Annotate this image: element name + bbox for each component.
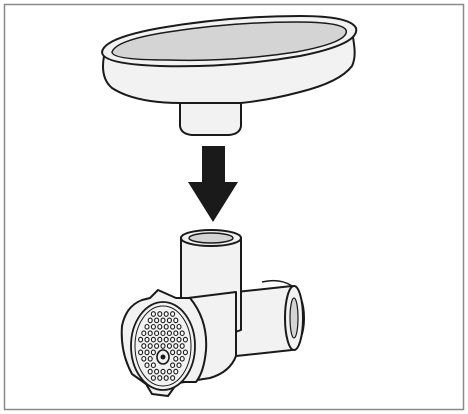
plate-hole bbox=[145, 363, 149, 368]
plate-hole bbox=[171, 312, 175, 317]
plate-hole bbox=[151, 337, 155, 342]
plate-hole bbox=[155, 369, 159, 374]
plate-hole bbox=[174, 331, 178, 336]
plate-hole bbox=[174, 344, 178, 349]
plate-hole bbox=[142, 331, 146, 336]
plate-hole bbox=[177, 337, 181, 342]
plate-hole bbox=[183, 350, 187, 355]
plate-hole bbox=[161, 369, 165, 374]
plate-hole bbox=[151, 312, 155, 317]
plate-hole bbox=[180, 331, 184, 336]
plate-hole bbox=[167, 318, 171, 323]
plate-hole bbox=[183, 337, 187, 342]
plate-hole bbox=[155, 344, 159, 349]
plate-hole bbox=[161, 331, 165, 336]
plate-hole bbox=[161, 344, 165, 349]
plate-hole bbox=[171, 337, 175, 342]
plate-hole bbox=[148, 344, 152, 349]
plate-hole bbox=[139, 350, 143, 355]
plate-hole bbox=[151, 376, 155, 381]
plate-hole bbox=[151, 325, 155, 330]
plate-hole bbox=[145, 350, 149, 355]
plate-hole bbox=[164, 376, 168, 381]
plate-hole bbox=[164, 312, 168, 317]
plate-hole bbox=[155, 331, 159, 336]
plate-hole bbox=[158, 325, 162, 330]
plate-hole bbox=[171, 325, 175, 330]
plate-hole bbox=[167, 369, 171, 374]
plate-hole bbox=[158, 376, 162, 381]
plate-hole bbox=[177, 363, 181, 368]
plate-hole bbox=[164, 337, 168, 342]
plate-hole bbox=[174, 318, 178, 323]
plate-hole bbox=[167, 331, 171, 336]
plate-hole bbox=[148, 369, 152, 374]
plate-hole bbox=[151, 350, 155, 355]
plate-hole bbox=[148, 357, 152, 362]
plate-hole bbox=[148, 331, 152, 336]
plate-hole bbox=[142, 344, 146, 349]
plate-hole bbox=[145, 337, 149, 342]
plate-hole bbox=[155, 318, 159, 323]
plate-hole bbox=[158, 312, 162, 317]
plate-hole bbox=[164, 325, 168, 330]
plate-hole bbox=[161, 318, 165, 323]
plate-hole bbox=[171, 363, 175, 368]
plate-hole bbox=[180, 344, 184, 349]
plate-hole bbox=[171, 376, 175, 381]
plate-hole bbox=[142, 357, 146, 362]
plate-hole bbox=[174, 357, 178, 362]
plate-hole bbox=[171, 350, 175, 355]
plate-hole bbox=[167, 344, 171, 349]
plate-hole bbox=[180, 357, 184, 362]
plate-hole bbox=[139, 337, 143, 342]
plate-hole bbox=[145, 325, 149, 330]
plate-hole bbox=[148, 318, 152, 323]
plate-hole bbox=[158, 337, 162, 342]
plate-hole bbox=[177, 325, 181, 330]
plate-hole bbox=[177, 350, 181, 355]
plate-hole bbox=[174, 369, 178, 374]
plate-hole bbox=[151, 363, 155, 368]
